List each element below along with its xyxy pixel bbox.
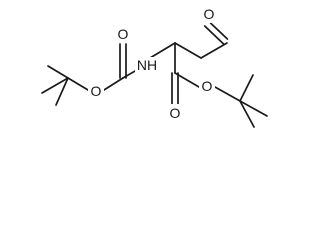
bond-cester-oether	[174, 72, 200, 88]
bond-ctbu2-me-right	[239, 100, 268, 117]
bond-calpha-n	[149, 42, 176, 59]
atom-o-ester-ether: O	[199, 78, 215, 95]
bond-ctbu2-me-bottom	[239, 100, 255, 128]
atom-o-ester-carbonyl: O	[167, 104, 183, 121]
atom-label-nh: NH	[137, 57, 157, 73]
atom-label-o: O	[118, 26, 129, 42]
bond-oether-ctbu2	[214, 86, 241, 102]
bond-ch2-calpha	[174, 42, 202, 59]
bond-oether-ctbu	[67, 77, 89, 91]
atom-o-boc-ether: O	[88, 83, 104, 100]
bond-ctbu2-me-top	[239, 74, 254, 102]
structure-canvas: O O O NH O O	[41, 6, 268, 128]
bond-ctbu-me-left	[41, 77, 69, 94]
bond-ctbu-me-top	[47, 65, 69, 79]
atom-o-boc-carbonyl: O	[115, 26, 131, 43]
atom-o-aldehyde: O	[201, 6, 217, 23]
bond-ctbu-me-bottom	[55, 77, 69, 106]
atom-label-o: O	[202, 78, 213, 94]
bond-cho-ch2	[200, 42, 228, 59]
atom-nh-amide: NH	[135, 57, 161, 74]
bond-ald-double-a	[203, 25, 225, 45]
bond-cboc-oether	[103, 77, 124, 91]
bond-ald-double-b	[209, 22, 229, 40]
molecule-diagram: O O O NH O O	[41, 6, 268, 128]
atom-label-o: O	[204, 6, 215, 22]
atom-label-o: O	[170, 105, 181, 121]
atom-label-o: O	[91, 83, 102, 99]
